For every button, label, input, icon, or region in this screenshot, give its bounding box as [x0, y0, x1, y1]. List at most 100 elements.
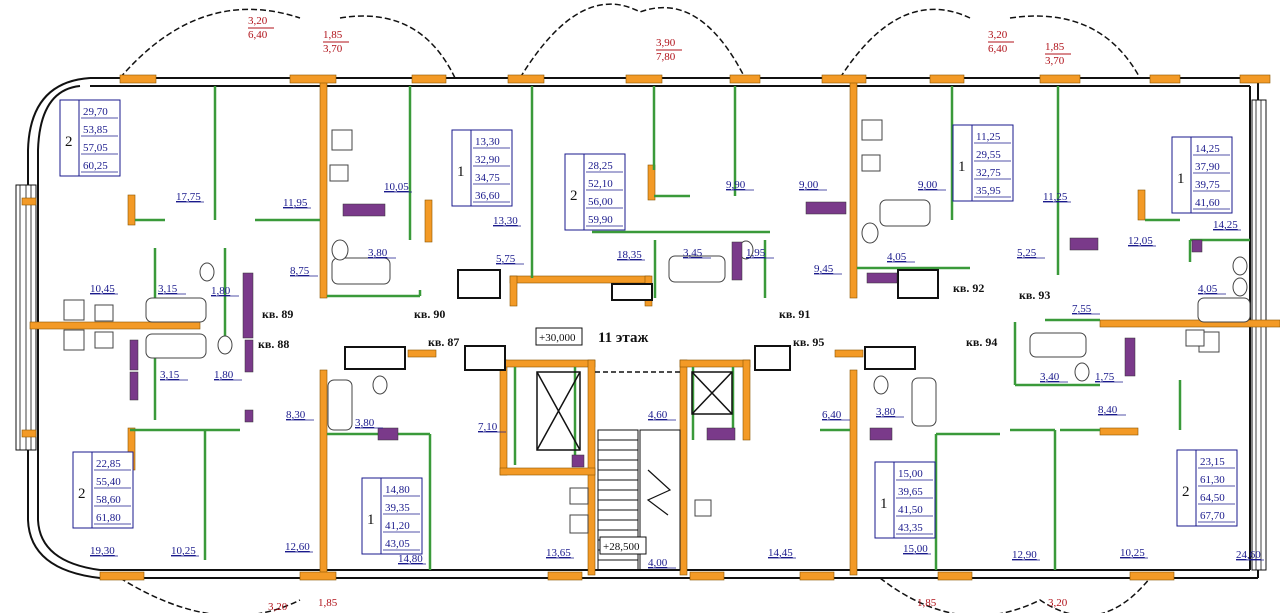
elevator-shaft-2: [691, 371, 733, 415]
room-area: 18,35: [617, 249, 642, 261]
apartment-label-kv88: кв. 88: [258, 337, 289, 351]
apartment-label-kv87: кв. 87: [428, 335, 459, 349]
ventilation-ducts: [344, 269, 939, 371]
balcony-area-a: 1,85: [1045, 41, 1065, 53]
area-value: 64,50: [1200, 492, 1225, 504]
area-value: 58,60: [96, 494, 121, 506]
balcony-area-a: 1,85: [323, 29, 343, 41]
apartment-label-kv90: кв. 90: [414, 307, 445, 321]
area-value: 14,25: [1195, 143, 1220, 155]
room-area: 4,05: [1198, 283, 1218, 295]
bearing-walls: [21, 79, 1280, 576]
room-area: 3,80: [876, 406, 896, 418]
area-value: 39,65: [898, 486, 923, 498]
room-area: 12,60: [285, 541, 310, 553]
apartment-label-kv89: кв. 89: [262, 307, 293, 321]
room-area: 10,25: [1120, 547, 1145, 559]
toilet-icon: [199, 262, 215, 282]
room-area: 8,30: [286, 409, 306, 421]
elevator-shaft-1: [536, 371, 581, 451]
room-area: 3,80: [368, 247, 388, 259]
room-area: 7,55: [1072, 303, 1092, 315]
sink-icon: [94, 304, 114, 322]
bathtub-icon: [911, 377, 937, 427]
room-area: 17,75: [176, 191, 201, 203]
bathtub-icon: [145, 297, 207, 323]
room-area: 13,30: [493, 215, 518, 227]
balcony-area-b: 6,40: [248, 29, 268, 41]
toilet-icon: [1232, 277, 1248, 297]
room-area: 4,05: [887, 251, 907, 263]
area-value: 57,05: [83, 142, 108, 154]
area-value: 39,35: [385, 502, 410, 514]
bathtub-icon: [1197, 297, 1251, 323]
room-area: 3,40: [1040, 371, 1060, 383]
stove-icon: [63, 299, 85, 321]
toilet-icon: [217, 335, 233, 355]
room-area: 12,90: [1012, 549, 1037, 561]
room-count: 2: [78, 486, 86, 502]
toilet-icon: [1232, 256, 1248, 276]
bathtub-icon: [331, 257, 391, 285]
sink-icon: [861, 154, 881, 172]
room-area: 12,05: [1128, 235, 1153, 247]
apartment-label-kv92: кв. 92: [953, 281, 984, 295]
area-value: 59,90: [588, 214, 613, 226]
stove-icon: [569, 514, 589, 534]
toilet-icon: [873, 375, 889, 395]
room-area: 7,10: [478, 421, 498, 433]
area-value: 52,10: [588, 178, 613, 190]
area-value: 41,50: [898, 504, 923, 516]
elevation-top: +30,000: [539, 332, 576, 344]
stove-icon: [63, 329, 85, 351]
area-value: 13,30: [475, 136, 500, 148]
partitions: [130, 86, 1250, 570]
toilet-icon: [1074, 362, 1090, 382]
room-area: 5,25: [1017, 247, 1037, 259]
bottom-balcony-area: 1,85: [318, 597, 338, 609]
bathtub-icon: [1029, 332, 1087, 358]
toilet-icon: [372, 375, 388, 395]
room-count: 1: [367, 512, 375, 528]
area-value: 14,80: [385, 484, 410, 496]
room-area: 13,65: [546, 547, 571, 559]
apartment-summary: 1 14,80 39,35 41,20 43,05: [361, 477, 423, 555]
room-area: 8,75: [290, 265, 310, 277]
room-area: 1,80: [214, 369, 234, 381]
area-value: 34,75: [475, 172, 500, 184]
bottom-balcony-area: 1,85: [917, 597, 937, 609]
sink-icon: [94, 331, 114, 349]
balcony-area-b: 6,40: [988, 43, 1008, 55]
area-value: 32,75: [976, 167, 1001, 179]
room-area: 1,95: [746, 247, 766, 259]
room-area: 1,75: [1095, 371, 1115, 383]
area-value: 41,20: [385, 520, 410, 532]
bottom-balcony-area: 3,20: [268, 601, 288, 613]
sink-icon: [1185, 329, 1205, 347]
room-area: 4,60: [648, 409, 668, 421]
area-value: 61,30: [1200, 474, 1225, 486]
balcony-area-a: 3,20: [248, 15, 268, 27]
area-value: 55,40: [96, 476, 121, 488]
area-value: 15,00: [898, 468, 923, 480]
room-count: 1: [958, 159, 966, 175]
elevator-shafts: [536, 371, 733, 451]
stove-icon: [331, 129, 353, 151]
apartment-label-kv95: кв. 95: [793, 335, 824, 349]
room-area: 9,90: [726, 179, 746, 191]
room-area: 6,40: [822, 409, 842, 421]
room-area: 9,00: [918, 179, 938, 191]
room-area: 10,45: [90, 283, 115, 295]
area-value: 43,05: [385, 538, 410, 550]
room-area: 15,00: [903, 543, 928, 555]
area-value: 61,80: [96, 512, 121, 524]
balcony-area: 1,853,70: [1045, 41, 1071, 67]
area-value: 56,00: [588, 196, 613, 208]
utility-risers: [129, 201, 1203, 468]
